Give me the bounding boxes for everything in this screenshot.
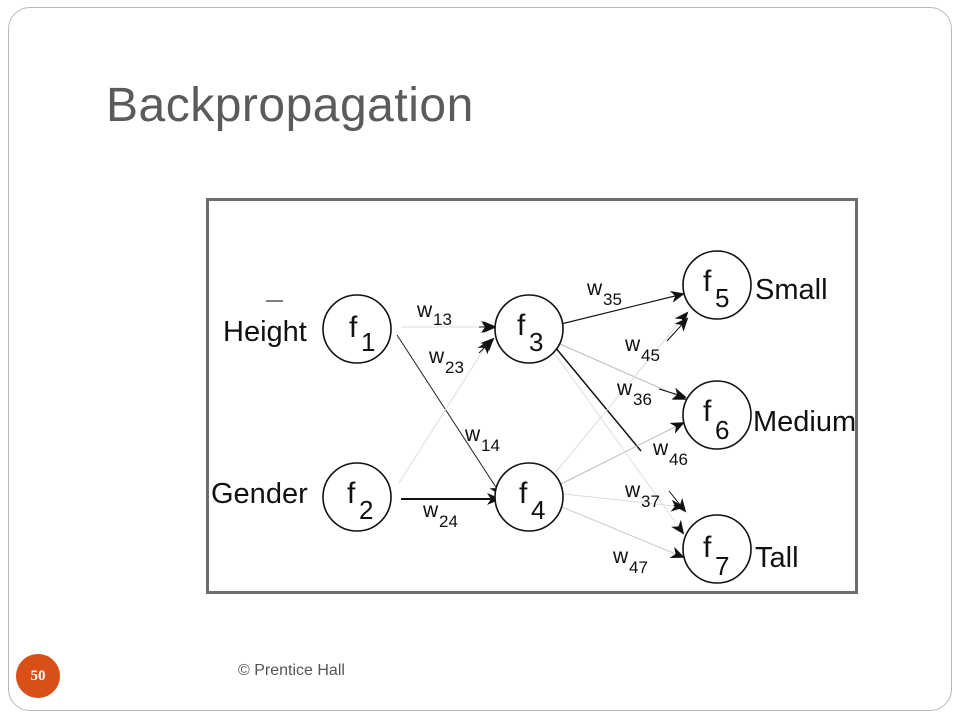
svg-text:23: 23 <box>445 358 464 377</box>
svg-text:4: 4 <box>531 495 545 525</box>
svg-text:6: 6 <box>715 415 729 445</box>
label-tall: Tall <box>755 542 799 574</box>
weight-w36: w 36 <box>616 377 652 409</box>
svg-text:f: f <box>703 395 712 428</box>
svg-text:f: f <box>703 531 712 564</box>
svg-text:w: w <box>612 545 629 568</box>
weight-w13: w 13 <box>416 299 452 329</box>
svg-text:w: w <box>416 299 433 322</box>
node-f3: f 3 <box>494 294 564 364</box>
page-number-badge: 50 <box>16 654 60 698</box>
svg-text:f: f <box>517 309 526 342</box>
label-height: Height <box>223 316 307 348</box>
edge-f1-f4 <box>396 334 503 497</box>
edge-f2-f3 <box>398 339 491 484</box>
edge-f4-f5 <box>554 311 689 474</box>
weight-w35: w 35 <box>586 277 622 309</box>
svg-text:7: 7 <box>715 551 729 581</box>
label-medium: Medium <box>753 406 855 438</box>
svg-text:3: 3 <box>529 327 543 357</box>
svg-text:47: 47 <box>629 558 648 577</box>
svg-text:1: 1 <box>361 327 375 357</box>
edge-f3-f7 <box>554 346 642 452</box>
svg-text:24: 24 <box>439 512 458 531</box>
svg-text:14: 14 <box>481 436 500 455</box>
svg-text:f: f <box>703 265 712 298</box>
weight-w46: w 46 <box>652 437 688 469</box>
weight-w23: w 23 <box>428 345 464 377</box>
node-f4: f 4 <box>494 462 564 532</box>
edges <box>396 291 689 558</box>
weight-w37: w 37 <box>624 479 660 511</box>
svg-text:37: 37 <box>641 492 660 511</box>
node-f5: f 5 <box>682 250 752 320</box>
node-f1: f 1 <box>322 294 392 364</box>
svg-text:w: w <box>624 333 641 356</box>
label-small: Small <box>755 274 828 306</box>
svg-text:36: 36 <box>633 390 652 409</box>
arrow-w36 <box>658 387 687 400</box>
edge-f3-f7b <box>552 350 685 535</box>
edge-f4-f6 <box>554 422 685 488</box>
weight-w47: w 47 <box>612 545 648 577</box>
neural-network-diagram: f 1 f 2 f 3 f 4 f 5 f 6 f <box>206 198 858 594</box>
arrow-w45 <box>666 317 689 342</box>
edge-f4-f7 <box>556 504 685 558</box>
network-svg: f 1 f 2 f 3 f 4 f 5 f 6 f <box>211 250 855 584</box>
edge-f3-f6 <box>552 340 687 400</box>
svg-text:w: w <box>422 499 439 522</box>
arrow-w23 <box>478 337 495 354</box>
svg-text:f: f <box>347 477 356 510</box>
footer-copyright: © Prentice Hall <box>238 662 345 679</box>
svg-text:w: w <box>652 437 669 460</box>
svg-text:2: 2 <box>359 495 373 525</box>
node-f7: f 7 <box>682 514 752 584</box>
svg-text:w: w <box>624 479 641 502</box>
svg-text:5: 5 <box>715 283 729 313</box>
node-f2: f 2 <box>322 462 392 532</box>
svg-text:f: f <box>519 477 528 510</box>
weight-w14: w 14 <box>464 423 500 455</box>
arrow-w37 <box>668 490 687 513</box>
svg-text:13: 13 <box>433 310 452 329</box>
svg-text:45: 45 <box>641 346 660 365</box>
weight-w45: w 45 <box>624 333 660 365</box>
svg-text:35: 35 <box>603 290 622 309</box>
svg-text:w: w <box>586 277 603 300</box>
svg-text:46: 46 <box>669 450 688 469</box>
edge-f4-f7b <box>554 492 685 512</box>
edge-f3-f5 <box>556 291 685 326</box>
label-gender: Gender <box>211 478 308 510</box>
svg-text:f: f <box>349 311 358 344</box>
slide-title: Backpropagation <box>106 79 474 132</box>
svg-text:w: w <box>464 423 481 446</box>
svg-text:w: w <box>616 377 633 400</box>
node-f6: f 6 <box>682 380 752 450</box>
weight-w24: w 24 <box>422 499 458 531</box>
svg-text:w: w <box>428 345 445 368</box>
